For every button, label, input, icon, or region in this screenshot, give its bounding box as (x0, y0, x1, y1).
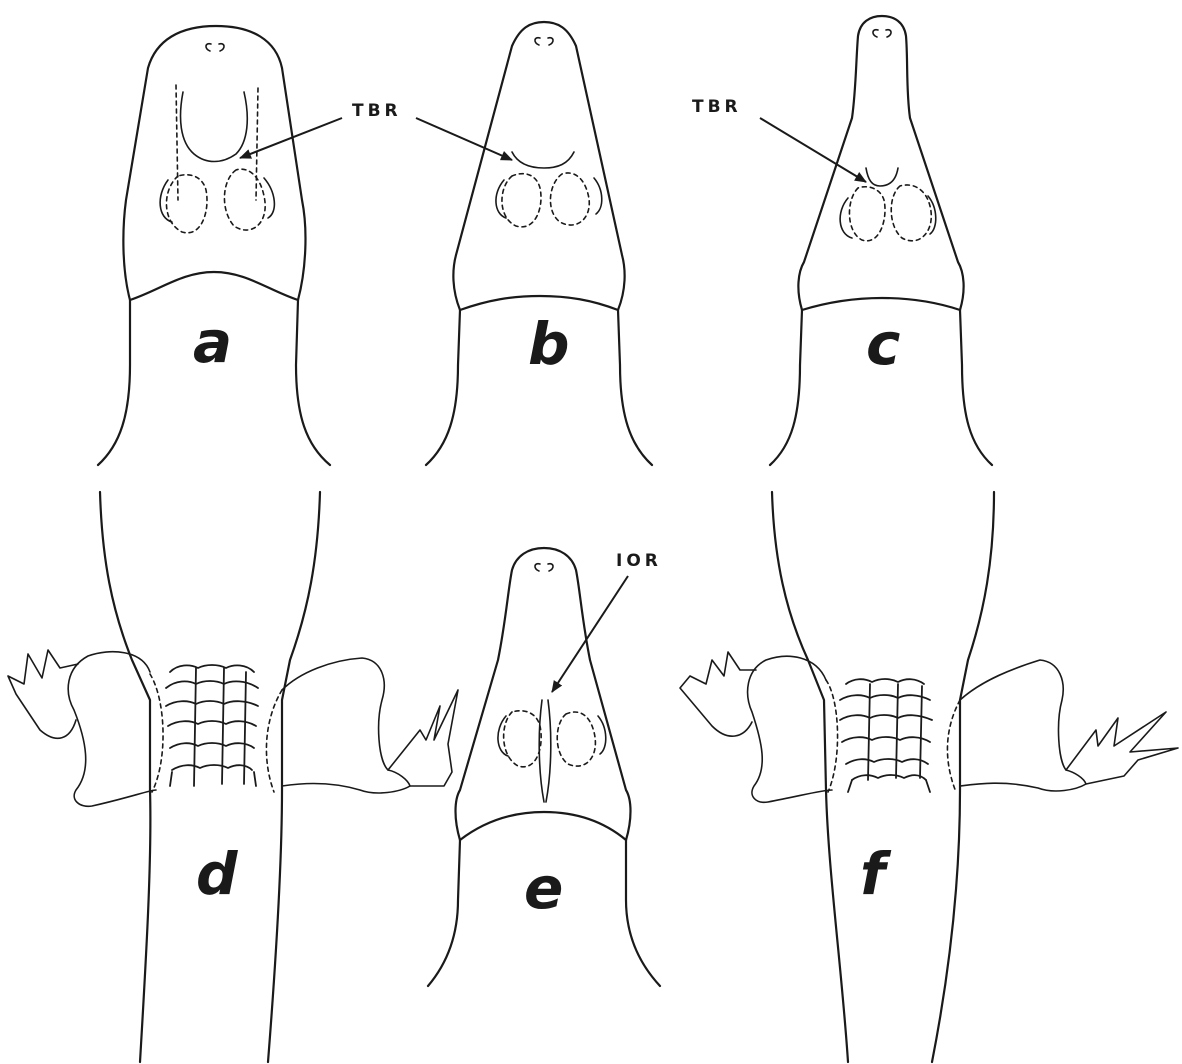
panel-f-body-left (772, 492, 848, 1062)
panel-b-right-eye-dashes (550, 173, 589, 225)
panel-d-body-right (268, 492, 320, 1062)
panel-d-right-foot (388, 690, 458, 786)
panel-a-left-eye-dashes (166, 175, 207, 233)
panel-b-label: b (528, 310, 570, 378)
panel-c-jaw-outline (866, 168, 898, 186)
panel-b-jaw-outline (512, 152, 574, 168)
panel-a-nostrils (206, 44, 224, 51)
panel-f-right-limb (960, 660, 1086, 791)
panel-d-left-limb-joint (150, 674, 163, 792)
panel-d-label: d (196, 840, 238, 908)
panel-f-label: f (860, 840, 892, 908)
panel-f-scale-grid (840, 679, 932, 792)
panel-e-left-eye-dashes (504, 711, 542, 767)
panel-e-right-eye-arc (598, 716, 606, 754)
panel-f-right-foot (1066, 712, 1178, 784)
panel-a-dashed-left (176, 85, 178, 200)
annotation-ior-e: IOR (616, 551, 662, 571)
panel-c-nostrils (873, 30, 891, 37)
panel-c-neck-fold (802, 298, 960, 310)
panel-a-jaw-outline (181, 92, 248, 162)
panel-f-left-foot (680, 652, 756, 736)
panel-c-left-eye-dashes (849, 187, 885, 241)
panel-d-scale-grid (166, 665, 258, 786)
panel-e-median-ridge (539, 700, 551, 802)
panel-b-neck-fold (460, 296, 618, 310)
arrow-ior-to-e (552, 576, 628, 692)
panel-b-nostrils (535, 38, 553, 45)
panel-c-right-eye-dashes (891, 185, 931, 241)
annotation-tbr-ab: TBR (352, 101, 402, 121)
panel-b: b (426, 22, 652, 465)
panel-b-left-eye-dashes (502, 174, 541, 227)
panel-d-right-limb-joint (266, 690, 282, 792)
panel-a-head-outline (98, 26, 330, 465)
panel-f-left-limb-joint (826, 680, 838, 792)
panel-e-nostrils (535, 564, 553, 571)
panel-d-left-foot (8, 650, 78, 738)
panel-e-neck-fold (460, 812, 626, 840)
panel-f-right-limb-joint (947, 700, 960, 792)
panel-e: e (428, 548, 660, 986)
panel-f: f (680, 492, 1178, 1062)
arrow-tbr-to-c (760, 118, 866, 182)
panel-d-right-limb (282, 658, 410, 793)
panel-d-body-left (100, 492, 150, 1062)
annotation-tbr-c: TBR (692, 97, 742, 117)
panel-a-neck-fold (130, 272, 298, 300)
panel-a: a (98, 26, 330, 465)
panel-e-right-eye-dashes (557, 712, 595, 766)
arrow-tbr-to-b (416, 118, 512, 160)
panel-b-head-outline (426, 22, 652, 465)
panel-a-right-eye-arc (264, 178, 274, 218)
panel-a-label: a (193, 308, 232, 376)
panel-f-left-limb (748, 656, 832, 802)
panel-a-right-eye-dashes (224, 169, 265, 230)
panel-d-left-limb (68, 652, 156, 807)
panel-a-dashed-right (256, 88, 258, 200)
panel-c: c (770, 16, 992, 465)
panel-c-label: c (866, 310, 900, 378)
panel-b-right-eye-arc (594, 178, 602, 214)
panel-f-body-right (932, 492, 994, 1062)
panel-d: d (8, 492, 458, 1062)
panel-c-head-outline (770, 16, 992, 465)
panel-e-label: e (524, 854, 563, 922)
